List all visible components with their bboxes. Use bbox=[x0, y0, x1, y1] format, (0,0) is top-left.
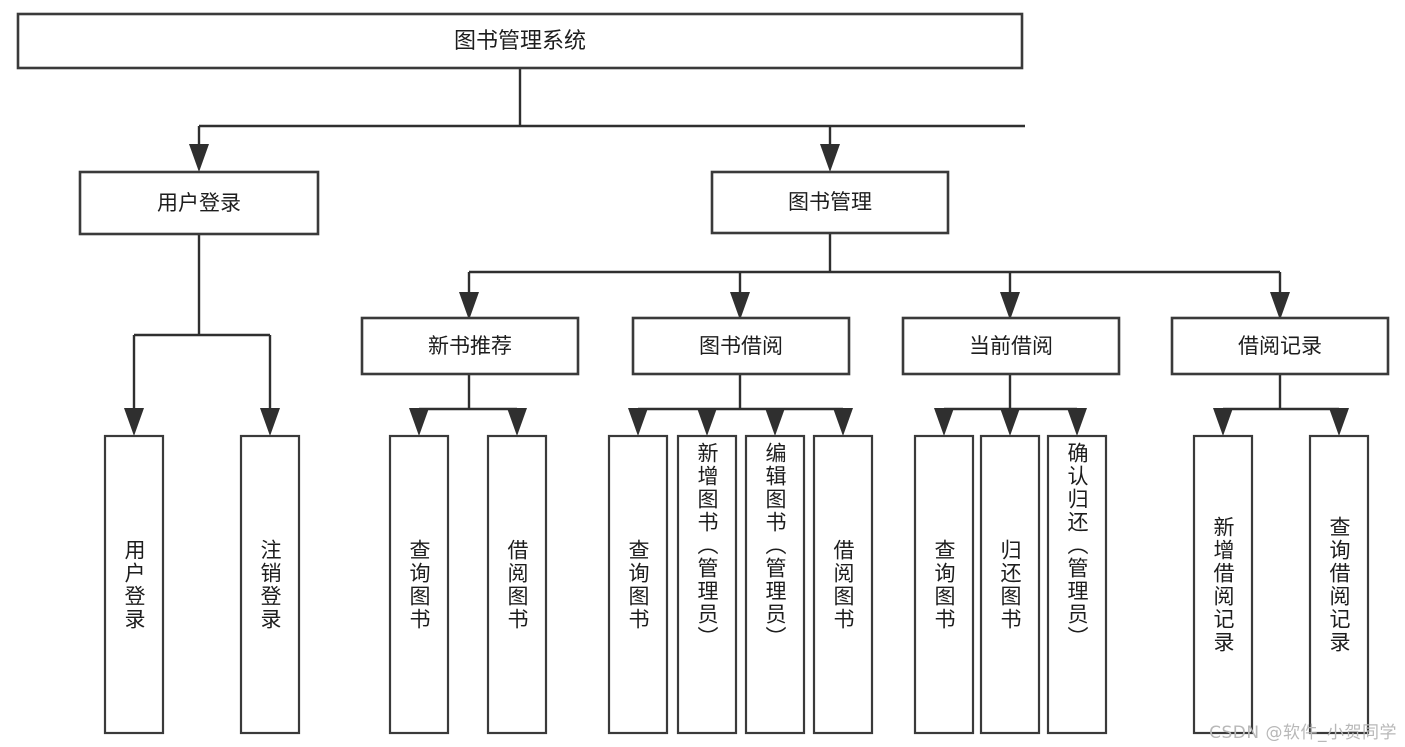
leaf-node-图书借阅-0[interactable] bbox=[607, 434, 669, 735]
connector-newbook-to-leaves bbox=[409, 374, 527, 436]
connector-root-to-level1 bbox=[189, 68, 1025, 172]
node-新书推荐[interactable]: 新书推荐 bbox=[360, 316, 580, 376]
node-用户登录[interactable]: 用户登录 bbox=[78, 170, 320, 236]
node-label-level1-0: 用户登录 bbox=[157, 191, 241, 215]
node-root-图书管理系统[interactable]: 图书管理系统 bbox=[16, 12, 1024, 70]
leaf-node-用户登录-1[interactable] bbox=[239, 434, 301, 735]
leaf-node-借阅记录-1[interactable] bbox=[1308, 434, 1370, 735]
leaf-node-图书借阅-1[interactable] bbox=[676, 434, 738, 735]
node-label-level2-0: 新书推荐 bbox=[428, 334, 512, 358]
node-图书借阅[interactable]: 图书借阅 bbox=[631, 316, 851, 376]
leaf-node-新书推荐-1[interactable] bbox=[486, 434, 548, 735]
connector-records-to-leaves bbox=[1213, 374, 1349, 436]
connector-userlogin-to-leaves bbox=[124, 234, 280, 436]
leaf-node-当前借阅-1[interactable] bbox=[979, 434, 1041, 735]
leaf-node-图书借阅-3[interactable] bbox=[812, 434, 874, 735]
connector-current-to-leaves bbox=[934, 374, 1087, 436]
leaf-node-借阅记录-0[interactable] bbox=[1192, 434, 1254, 735]
connector-bookmgmt-to-level2 bbox=[459, 233, 1290, 320]
leaf-node-当前借阅-2[interactable] bbox=[1046, 434, 1108, 735]
leaf-node-用户登录-0[interactable] bbox=[103, 434, 165, 735]
node-label-level2-1: 图书借阅 bbox=[699, 334, 783, 358]
node-label-level2-3: 借阅记录 bbox=[1238, 334, 1322, 358]
node-label-root: 图书管理系统 bbox=[454, 29, 586, 54]
node-图书管理[interactable]: 图书管理 bbox=[710, 170, 950, 235]
node-label-level1-1: 图书管理 bbox=[788, 190, 872, 214]
leaf-node-新书推荐-0[interactable] bbox=[388, 434, 450, 735]
node-label-level2-2: 当前借阅 bbox=[969, 334, 1053, 358]
leaf-node-当前借阅-0[interactable] bbox=[913, 434, 975, 735]
node-借阅记录[interactable]: 借阅记录 bbox=[1170, 316, 1390, 376]
leaf-node-图书借阅-2[interactable] bbox=[744, 434, 806, 735]
node-当前借阅[interactable]: 当前借阅 bbox=[901, 316, 1121, 376]
connector-borrow-to-leaves bbox=[628, 374, 853, 436]
